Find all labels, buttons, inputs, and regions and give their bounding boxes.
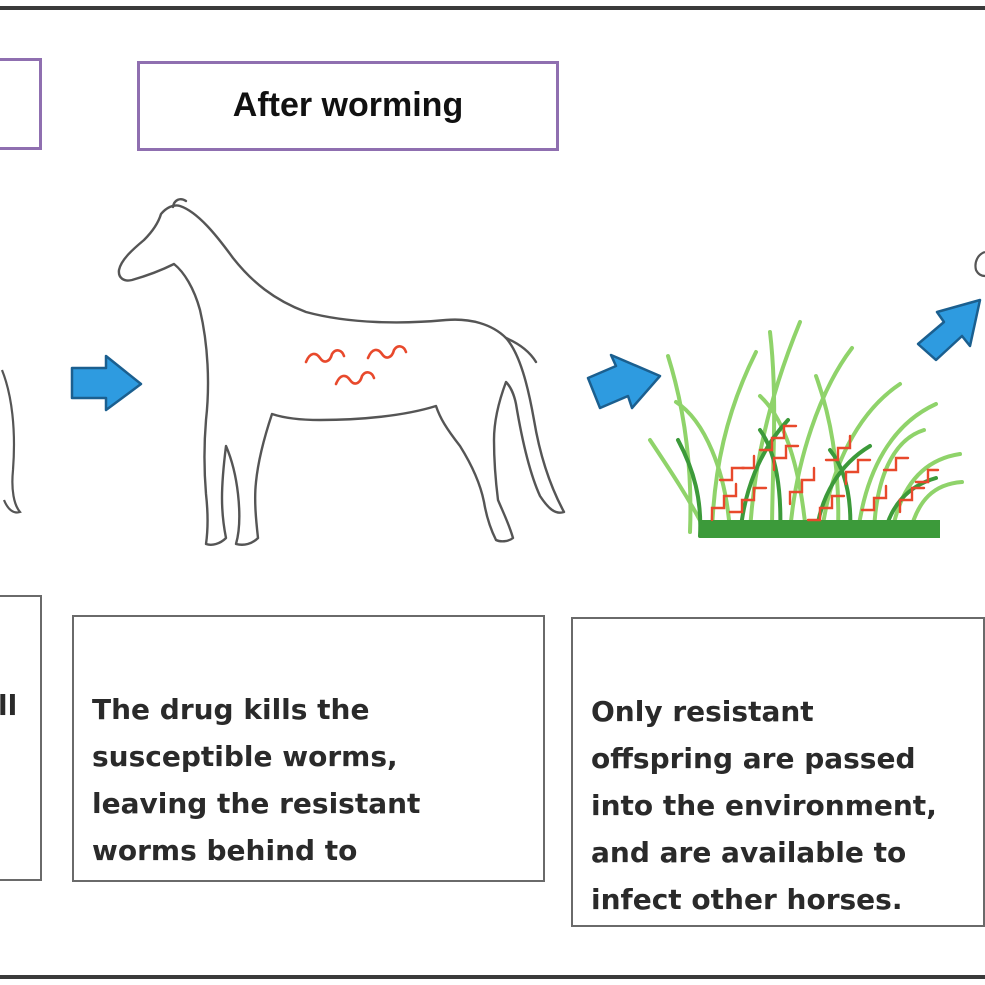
heading-after-worming-label: After worming xyxy=(232,86,464,124)
caption-drug-kills-text: The drug kills the susceptible worms, le… xyxy=(92,693,421,867)
caption-box-previous-stage: ll xyxy=(0,595,42,881)
grass-icon xyxy=(648,320,964,538)
caption-previous-stage-text: ll xyxy=(0,689,18,722)
partial-horse-icon xyxy=(974,250,985,278)
worm-icon xyxy=(304,345,408,386)
caption-box-resistant-offspring: Only resistant offspring are passed into… xyxy=(571,617,985,927)
right-arrow-icon xyxy=(586,353,662,410)
caption-resistant-offspring-text: Only resistant offspring are passed into… xyxy=(591,695,937,916)
heading-box-previous-stage xyxy=(0,58,42,150)
heading-box-after-worming: After worming xyxy=(137,61,559,151)
caption-box-drug-kills: The drug kills the susceptible worms, le… xyxy=(72,615,545,882)
frame-top-rule xyxy=(0,6,985,10)
partial-horse-icon xyxy=(0,369,22,514)
right-arrow-icon xyxy=(70,354,143,412)
frame-bottom-rule xyxy=(0,975,985,979)
right-arrow-icon xyxy=(916,298,982,362)
horse-outline-icon xyxy=(117,198,566,546)
